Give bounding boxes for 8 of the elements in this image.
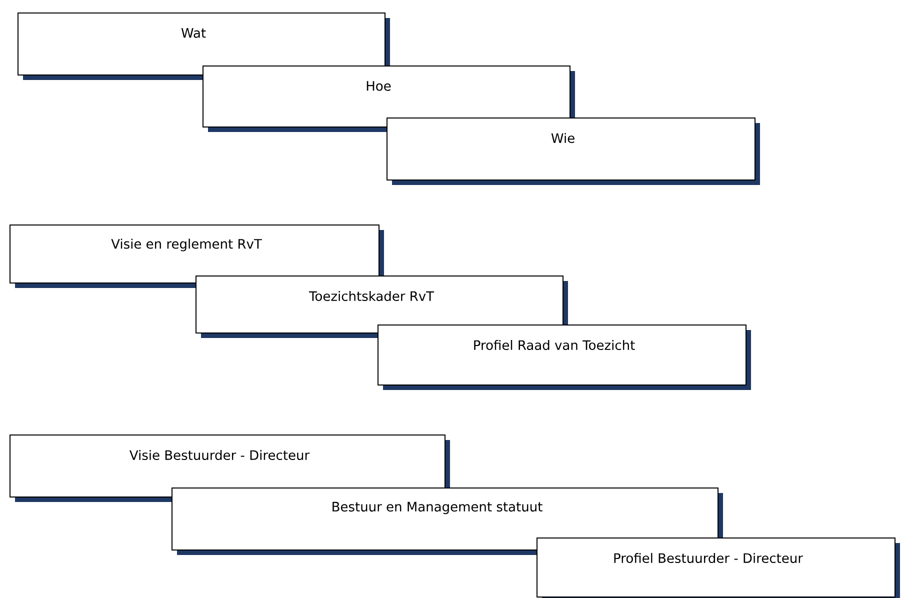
- process-box: Profiel Raad van Toezicht: [378, 324, 751, 390]
- process-box: Visie Bestuurder - Directeur: [10, 434, 450, 502]
- process-box: Visie en reglement RvT: [10, 224, 384, 288]
- process-box: Wie: [386, 118, 760, 185]
- process-box: Profiel Bestuurder - Directeur: [536, 538, 900, 598]
- process-box: Wat: [18, 12, 390, 80]
- process-box: Hoe: [202, 66, 575, 132]
- process-box: Toezichtskader RvT: [196, 276, 568, 338]
